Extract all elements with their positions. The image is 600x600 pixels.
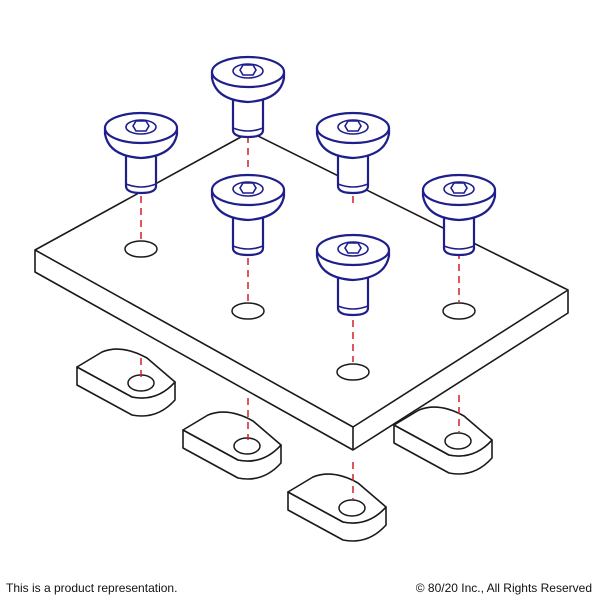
t-nut-hole — [444, 432, 472, 450]
plate-hole — [231, 302, 265, 320]
bolt — [103, 111, 179, 195]
t-nut-hole — [127, 374, 155, 392]
plate-hole — [336, 363, 370, 381]
bolt-chamfer — [337, 183, 369, 188]
bolt-shank — [231, 210, 265, 257]
bolt-shank — [442, 210, 476, 257]
footer: This is a product representation. © 80/2… — [0, 578, 600, 600]
bolt-chamfer — [337, 305, 369, 310]
bolt — [315, 111, 391, 195]
bolt-hex-socket — [450, 182, 468, 194]
t-nuts — [76, 348, 493, 542]
plate-holes — [124, 240, 476, 381]
disclaimer-text: This is a product representation. — [6, 581, 178, 595]
copyright-text: © 80/20 Inc., All Rights Reserved — [415, 581, 592, 595]
bolt-head-dome — [125, 119, 157, 135]
bolt-chamfer — [443, 245, 475, 250]
bolt-chamfer — [125, 183, 157, 188]
bolt-shank — [124, 148, 158, 195]
t-nut — [393, 406, 493, 475]
bolt-shank — [336, 148, 370, 195]
bolt — [210, 55, 286, 139]
t-nut-hole — [338, 499, 366, 517]
bolt-shank — [231, 92, 265, 139]
bolt — [421, 173, 497, 257]
bolt-hex-socket — [239, 64, 257, 76]
bolt — [315, 233, 391, 317]
t-nut — [182, 411, 282, 480]
t-nut-hole — [233, 437, 261, 455]
bolt-hex-socket — [132, 120, 150, 132]
t-nut — [76, 348, 176, 417]
assembly-diagram — [34, 55, 569, 542]
bolts — [103, 55, 497, 317]
bolt-head-dome — [337, 119, 369, 135]
bolt-head-dome — [337, 241, 369, 257]
bolt-hex-socket — [344, 242, 362, 254]
plate-hole — [442, 302, 476, 320]
bolt-chamfer — [232, 127, 264, 132]
bolt-head-dome — [443, 181, 475, 197]
bolt-head-dome — [232, 63, 264, 79]
plate-hole — [124, 240, 158, 258]
bolt-hex-socket — [344, 120, 362, 132]
bolt-head-dome — [232, 181, 264, 197]
t-nut — [287, 473, 387, 542]
bolt-hex-socket — [239, 182, 257, 194]
bolt-shank — [336, 270, 370, 317]
bolt — [210, 173, 286, 257]
bolt-chamfer — [232, 245, 264, 250]
assembly-axes — [140, 136, 460, 500]
